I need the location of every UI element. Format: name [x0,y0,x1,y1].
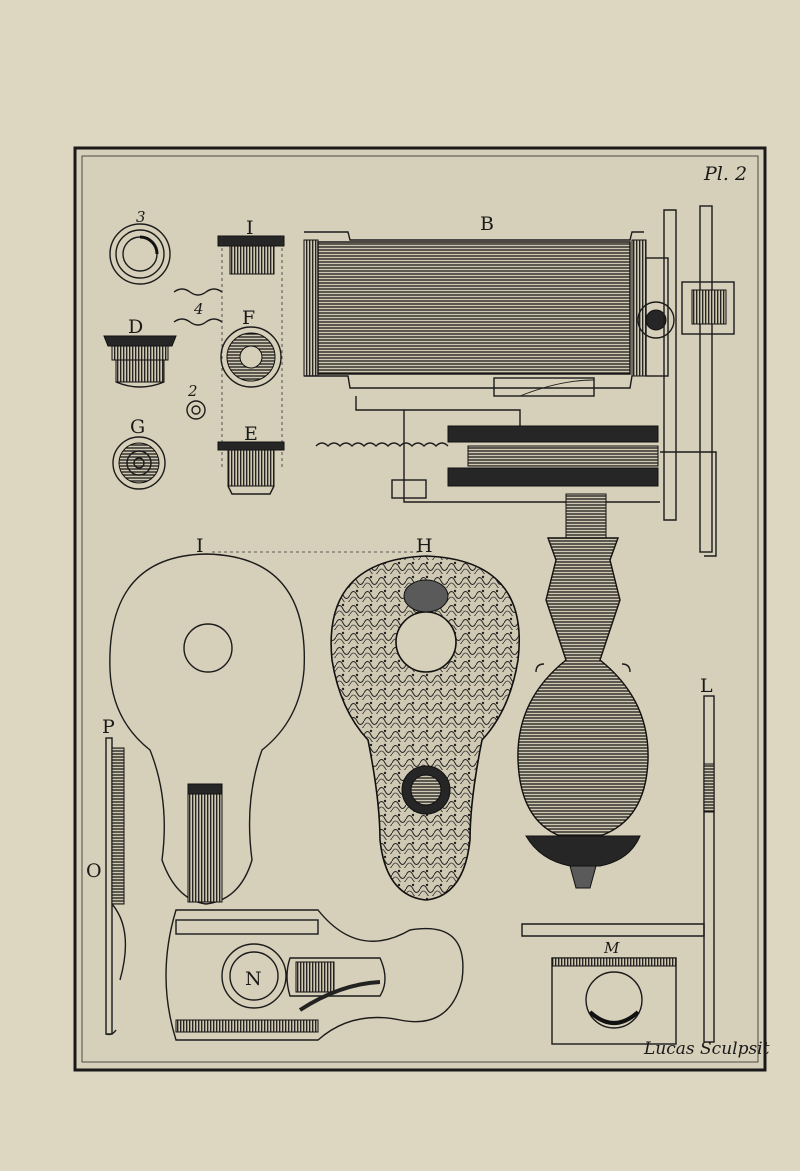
label-D: D [128,316,143,338]
microscope-tube-B [303,205,735,553]
label-G: G [130,416,145,438]
bar-L [521,695,715,1043]
washer-fig-2 [186,400,206,420]
label-I-top: I [246,217,254,239]
label-fig-4: 4 [193,300,204,318]
engraver-signature: Lucas Sculpsit [643,1039,770,1059]
eyepiece-cap-D [103,335,177,388]
label-F: F [242,307,255,329]
stage-plate-I [109,553,306,905]
label-L: L [700,675,713,697]
lens-cell-G [112,436,166,490]
label-O: O [86,860,102,882]
pillar-C [517,493,649,889]
ring-fig-3 [109,223,171,285]
label-B: B [480,213,494,235]
ornamental-stage-H [330,555,520,901]
rack-and-pinion [315,396,717,557]
label-N: N [245,968,262,990]
label-P: P [102,716,115,738]
springs-fig-4 [173,288,223,326]
label-H: H [416,535,433,557]
plate-number: Pl. 2 [703,163,747,185]
label-fig-3: 3 [136,208,146,226]
label-E: E [244,423,258,445]
side-bar-P-O [105,737,127,1036]
label-M: M [603,939,620,957]
box-M [551,957,677,1045]
label-I-plate: I [196,535,204,557]
slider-N [165,909,464,1041]
slide-holder-I-F-E [217,235,285,495]
label-fig-2: 2 [187,382,198,400]
